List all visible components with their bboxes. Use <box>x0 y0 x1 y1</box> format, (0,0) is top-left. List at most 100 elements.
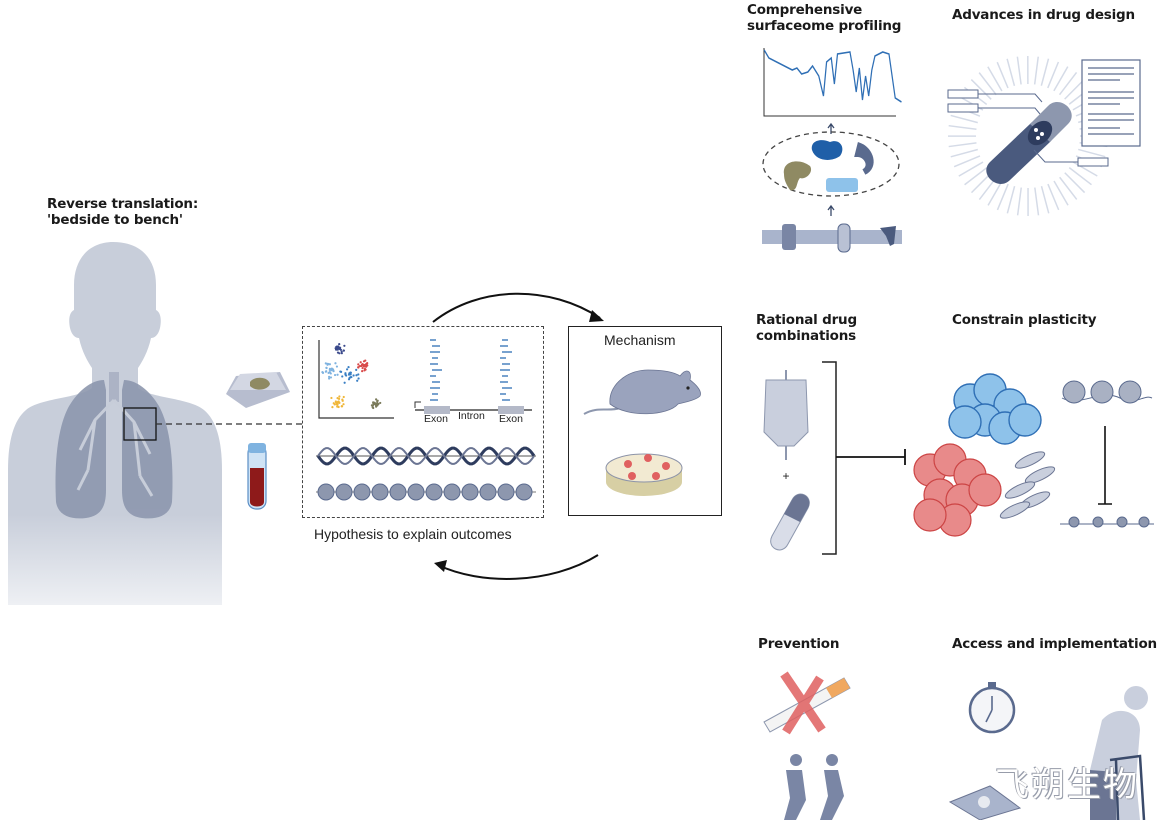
surfaceome-illustration <box>762 48 902 253</box>
glow-ray <box>964 167 988 186</box>
nucleosome <box>1090 380 1114 404</box>
cluster-point <box>335 403 338 406</box>
cluster-point <box>347 373 351 376</box>
glow-ray <box>1078 148 1106 158</box>
cluster-point <box>338 342 341 346</box>
up-arrow-icon <box>827 122 835 134</box>
nucleosome <box>389 483 407 501</box>
forward-arrow-icon <box>432 292 601 323</box>
chromatin-icon <box>316 483 536 501</box>
blood-tube-icon <box>247 443 267 510</box>
glow-ray <box>953 155 981 168</box>
cluster-point <box>338 395 341 398</box>
title-line-2: 'bedside to bench' <box>47 212 183 228</box>
dna-helix-icon <box>316 446 536 466</box>
cluster-point <box>325 366 328 369</box>
cluster-plot-icon <box>318 340 394 419</box>
cluster-point <box>359 361 362 364</box>
watermark: 飞朔生物 <box>995 765 1139 805</box>
nucleosome <box>425 483 443 501</box>
elderly-person-walker-icon <box>1090 686 1148 820</box>
glow-ray <box>1068 167 1092 186</box>
prevention-illustration <box>763 671 851 820</box>
hypothesis-box <box>302 326 544 518</box>
glow-ray <box>1064 172 1086 194</box>
cluster-point <box>376 403 379 406</box>
cluster-point <box>335 348 338 351</box>
red-cell <box>968 473 1002 507</box>
cluster-point <box>324 362 327 365</box>
cluster-point <box>341 375 344 378</box>
cluster-point <box>330 396 333 400</box>
cluster-point <box>349 373 352 376</box>
nucleosome <box>1116 516 1128 528</box>
cluster-point <box>375 398 378 401</box>
blue-cell <box>1008 403 1042 437</box>
cluster-point <box>338 401 341 404</box>
mesenchymal-cell <box>1024 466 1056 484</box>
glow-ray <box>948 124 977 131</box>
cluster-point <box>330 367 333 370</box>
mechanism-label: Mechanism <box>604 332 676 348</box>
combinations-title: Rational drug combinations <box>756 312 857 344</box>
glow-ray <box>1040 186 1050 214</box>
cluster-point <box>374 402 377 405</box>
glow-ray <box>987 180 1003 206</box>
gene-structure-icon <box>414 339 532 414</box>
title-line-1: Rational drug <box>756 312 857 328</box>
hypothesis-illustrations <box>316 339 536 501</box>
glow-ray <box>996 61 1009 89</box>
cluster-point <box>379 401 382 405</box>
glow-ray <box>996 183 1009 211</box>
cluster-point <box>360 363 364 366</box>
cluster-point <box>331 406 334 409</box>
cluster-point <box>336 373 339 376</box>
cluster-point <box>338 352 341 355</box>
access-title: Access and implementation <box>952 636 1157 652</box>
nucleosome <box>479 483 497 501</box>
iv-bag-icon <box>763 370 809 460</box>
nucleosome <box>1092 516 1104 528</box>
patient-illustration <box>8 242 302 605</box>
glow-ray <box>978 72 997 96</box>
nucleosome <box>353 483 371 501</box>
cluster-point <box>372 401 375 404</box>
mouse-icon <box>583 369 701 415</box>
nucleosome <box>317 483 335 501</box>
spectrum-chart-icon <box>763 48 902 117</box>
cluster-point <box>371 404 375 407</box>
cluster-point <box>337 397 341 400</box>
cluster-point <box>327 362 330 366</box>
return-arrow-icon <box>437 554 599 580</box>
up-arrow-icon-2 <box>827 204 835 216</box>
cluster-point <box>357 363 360 366</box>
cluster-point <box>335 345 339 348</box>
cluster-point <box>334 400 337 403</box>
cluster-point <box>336 405 339 408</box>
cluster-point <box>340 350 343 353</box>
cluster-point <box>348 376 351 380</box>
mechanism-illustrations <box>583 369 701 496</box>
cluster-point <box>375 405 378 408</box>
cluster-point <box>357 377 360 380</box>
nucleosome <box>407 483 425 501</box>
protein-cleft-icon <box>783 161 812 191</box>
cluster-point <box>365 362 368 365</box>
cluster-point <box>335 365 339 368</box>
cluster-point <box>363 365 366 368</box>
nucleosome <box>1118 380 1142 404</box>
document-icon <box>1081 59 1141 147</box>
cluster-point <box>328 377 331 380</box>
petri-dish-icon <box>605 453 683 496</box>
cluster-point <box>332 369 335 372</box>
cluster-point <box>341 399 344 402</box>
cluster-point <box>347 366 350 369</box>
exon-label-1: Exon <box>424 413 448 425</box>
protein-rect-icon <box>826 178 858 192</box>
nucleosome <box>1068 516 1080 528</box>
cluster-point <box>340 405 343 408</box>
nucleosome <box>371 483 389 501</box>
cluster-point <box>376 400 379 403</box>
cluster-point <box>321 371 324 374</box>
glow-ray <box>1072 161 1098 177</box>
